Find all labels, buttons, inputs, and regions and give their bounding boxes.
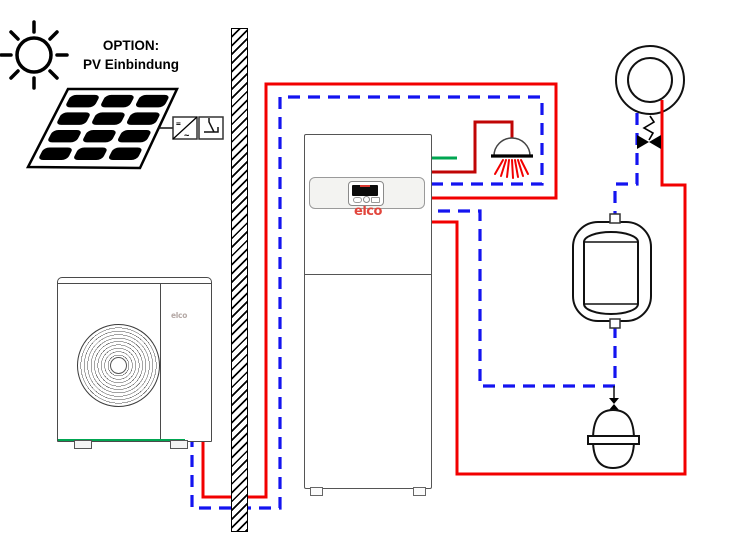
indoor-foot-left: [310, 486, 323, 496]
heat-pump-return-pipe: [190, 95, 544, 510]
pv-panel-icon: [25, 87, 179, 170]
expansion-vessel-icon: [587, 386, 640, 470]
outdoor-foot-right: [170, 439, 188, 449]
outdoor-panel-divider: [160, 283, 161, 441]
shower-icon: [491, 137, 533, 179]
heating-return-pipe: [431, 113, 639, 388]
heating-flow-pipe: [431, 100, 687, 476]
outdoor-base-strip: [58, 439, 185, 441]
inverter-dc-label: =: [176, 119, 181, 128]
option-label-line1: OPTION:: [102, 38, 160, 53]
indoor-brand-logo: elco: [354, 204, 382, 219]
sun-icon: [0, 20, 69, 90]
wall: [231, 28, 248, 532]
option-label-line2: PV Einbindung: [83, 56, 179, 72]
outdoor-brand-logo: elco: [171, 311, 188, 320]
outdoor-top-cap: [57, 283, 212, 284]
indoor-foot-right: [413, 486, 426, 496]
buffer-tank-icon: [572, 213, 652, 329]
overflow-valve-icon: [637, 115, 661, 149]
display-screen: [352, 184, 378, 196]
inverter-ac-label: ~: [184, 131, 190, 141]
fan-grille-icon: [77, 324, 160, 407]
heat-pump-flow-pipe: [201, 82, 558, 499]
display-button-right: [371, 196, 380, 203]
display-dial: [362, 195, 370, 204]
outdoor-foot-left: [74, 439, 92, 449]
indoor-unit: elco: [304, 134, 432, 496]
outdoor-heat-pump: elco: [57, 277, 212, 449]
controller-display: [348, 181, 384, 206]
inverter-icon: = ~: [172, 116, 198, 141]
cabinet-divider: [304, 274, 432, 275]
heating-circuit-icon: [615, 45, 685, 115]
display-status-bar: [360, 184, 370, 187]
fan-hub: [109, 356, 127, 374]
dhw-pipe: [431, 120, 514, 174]
option-label: OPTION: PV Einbindung: [68, 37, 194, 75]
relay-icon: [198, 116, 224, 140]
display-button-left: [352, 196, 362, 203]
